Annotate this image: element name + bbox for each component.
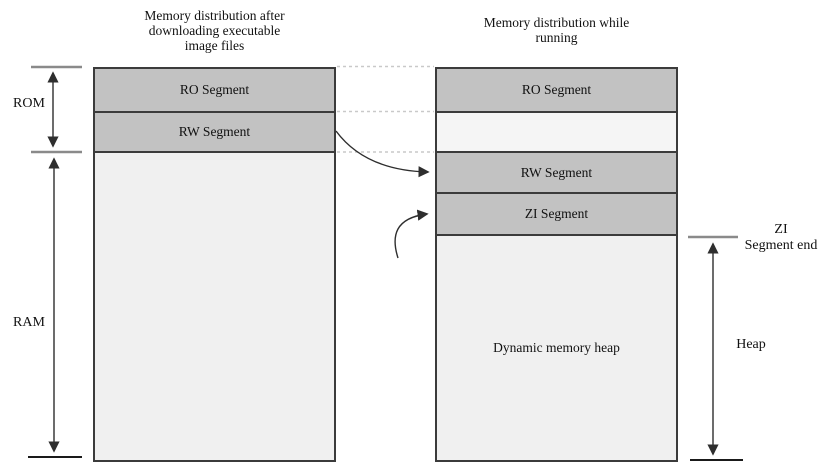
rom-label: ROM [13, 96, 45, 111]
heap-label: Heap [736, 337, 766, 352]
zi-segment-end-line-2: Segment end [744, 238, 818, 253]
right-title-line-1: Memory distribution while [483, 15, 630, 30]
left-ro-segment: RO Segment [93, 67, 336, 113]
right-ro-segment-label: RO Segment [521, 82, 592, 97]
zi-segment-end-label: ZI Segment end [733, 222, 829, 254]
right-rw-segment-label: RW Segment [520, 164, 593, 180]
left-column-title: Memory distribution after downloading ex… [93, 8, 336, 53]
left-rw-segment-label: RW Segment [178, 124, 251, 139]
zi-creation-arrow [394, 209, 429, 259]
left-title-line-2: downloading executable [148, 23, 281, 38]
right-zi-segment: ZI Segment [435, 192, 678, 236]
left-ro-segment-label: RO Segment [179, 82, 250, 97]
right-zi-segment-label: ZI Segment [524, 206, 589, 221]
ram-label: RAM [13, 315, 45, 330]
right-column-title: Memory distribution while running [435, 15, 678, 45]
right-heap-area-label: Dynamic memory heap [493, 340, 620, 355]
right-ro-segment: RO Segment [435, 67, 678, 113]
zi-segment-end-line-1: ZI [774, 222, 788, 237]
rw-relocation-arrow [335, 130, 430, 178]
left-rw-segment: RW Segment [93, 111, 336, 153]
right-rw-segment: RW Segment [435, 151, 678, 194]
left-title-line-1: Memory distribution after [144, 8, 285, 23]
right-heap-area: Dynamic memory heap [435, 234, 678, 462]
right-title-line-2: running [535, 30, 578, 45]
right-gap-area [435, 111, 678, 153]
left-unused-ram-area [93, 151, 336, 462]
left-title-line-3: image files [184, 38, 245, 53]
